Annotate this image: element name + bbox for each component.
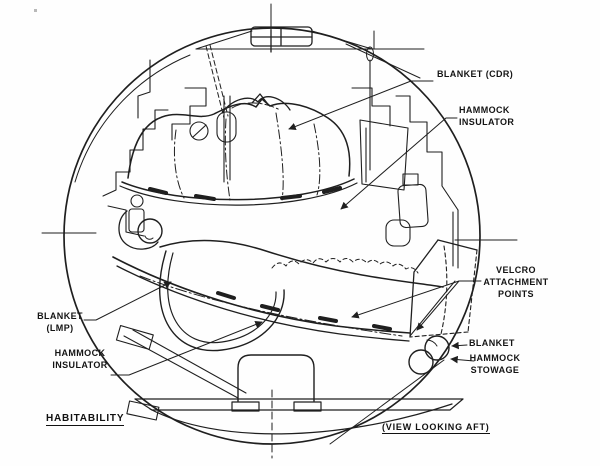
label-hammock-stowage: HAMMOCK STOWAGE — [463, 352, 527, 376]
cabin-circle — [34, 3, 518, 459]
label-line: STOWAGE — [470, 365, 520, 375]
caption-habitability: HABITABILITY — [46, 413, 125, 426]
label-hammock-insulator-right: HAMMOCK INSULATOR — [459, 104, 514, 128]
cdr-hammock-figure — [119, 44, 374, 206]
label-blanket-cdr: BLANKET (CDR) — [437, 69, 514, 79]
label-blanket-right: BLANKET — [469, 338, 515, 348]
caption-view-looking-aft: (VIEW LOOKING AFT) — [382, 422, 490, 434]
label-line: VELCRO — [496, 265, 536, 275]
floor-structure — [134, 354, 464, 412]
label-line: POINTS — [498, 289, 534, 299]
right-wall-panels — [329, 87, 478, 445]
label-line: INSULATOR — [52, 360, 108, 370]
label-line: BLANKET — [37, 311, 83, 321]
stowage-rolls — [408, 335, 450, 375]
label-line: HAMMOCK — [54, 348, 106, 358]
leader-lines — [83, 80, 482, 376]
label-hammock-insulator-left: HAMMOCK INSULATOR — [48, 347, 112, 371]
label-line: HAMMOCK — [459, 105, 510, 115]
label-velcro-attachment-points: VELCRO ATTACHMENT POINTS — [478, 264, 554, 300]
label-line: HAMMOCK — [469, 353, 521, 363]
label-line: (LMP) — [46, 323, 74, 333]
label-blanket-lmp: BLANKET (LMP) — [36, 310, 84, 334]
label-line: ATTACHMENT — [483, 277, 549, 287]
overhead-structure — [195, 26, 425, 79]
label-line: INSULATOR — [459, 117, 515, 127]
lmp-hammock-figure — [112, 210, 444, 421]
